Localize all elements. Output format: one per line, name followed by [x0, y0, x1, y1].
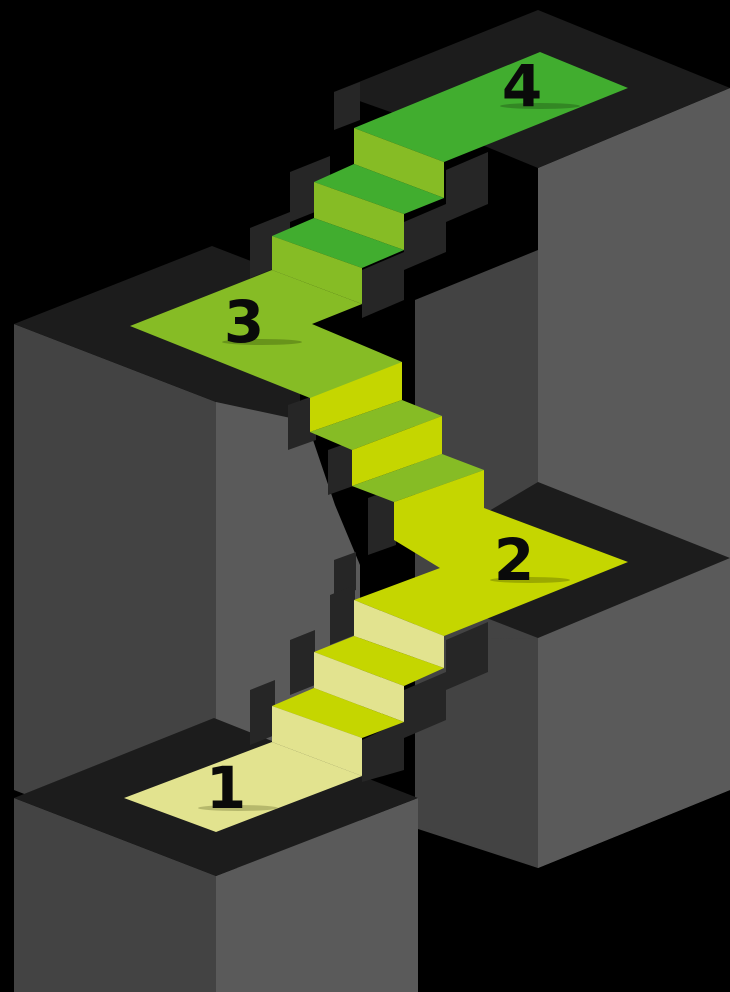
step-label-4: 4	[502, 52, 542, 120]
step-label-3: 3	[224, 288, 264, 356]
step-label-2: 2	[494, 526, 534, 594]
step-label-1: 1	[206, 754, 246, 822]
